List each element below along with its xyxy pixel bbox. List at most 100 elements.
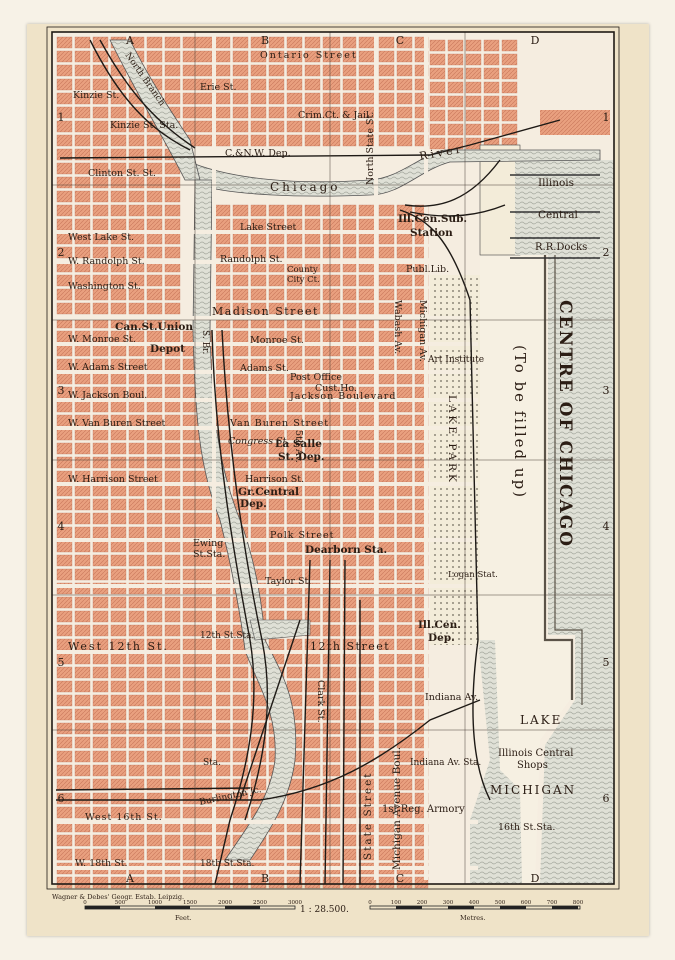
city-block xyxy=(304,834,321,847)
city-block xyxy=(268,78,285,91)
city-block xyxy=(56,400,73,413)
city-block xyxy=(322,50,341,63)
city-block xyxy=(342,288,357,301)
city-block xyxy=(110,554,127,567)
city-block xyxy=(182,92,213,105)
railroad-line xyxy=(472,639,491,801)
city-block xyxy=(396,106,413,119)
city-block xyxy=(182,652,213,665)
city-block xyxy=(110,764,127,777)
city-block xyxy=(182,484,213,497)
city-block xyxy=(483,67,500,80)
city-block xyxy=(396,442,413,455)
city-block xyxy=(110,274,127,287)
city-block xyxy=(182,806,213,819)
city-block xyxy=(322,708,341,721)
city-block xyxy=(250,78,267,91)
city-block xyxy=(286,512,303,525)
city-block xyxy=(250,456,267,469)
city-block xyxy=(396,778,413,791)
city-block xyxy=(322,92,341,105)
railroad-line xyxy=(299,559,311,885)
city-block xyxy=(110,596,127,609)
city-block xyxy=(128,372,145,385)
city-block xyxy=(92,64,109,77)
city-block xyxy=(56,736,73,749)
city-block xyxy=(164,526,181,539)
city-block xyxy=(74,708,91,721)
city-block xyxy=(304,288,321,301)
city-block xyxy=(268,540,285,553)
place-station: Station xyxy=(410,227,453,239)
railroad-line xyxy=(56,699,481,801)
city-block xyxy=(74,568,91,581)
city-block xyxy=(322,792,341,805)
city-block xyxy=(128,554,145,567)
city-block xyxy=(358,554,377,567)
city-block xyxy=(268,638,285,651)
city-block xyxy=(268,498,285,511)
city-block xyxy=(146,50,163,63)
city-block xyxy=(268,232,285,245)
grid-row-4-left: 4 xyxy=(58,520,65,533)
place-ewing-sta: St.Sta. xyxy=(193,549,225,560)
city-block xyxy=(164,540,181,553)
city-block xyxy=(378,120,395,133)
city-block xyxy=(74,806,91,819)
city-block xyxy=(146,302,163,315)
city-block xyxy=(447,39,464,52)
city-block xyxy=(322,484,341,497)
city-block xyxy=(304,470,321,483)
city-block xyxy=(342,512,357,525)
railroad-line xyxy=(221,329,269,821)
city-block xyxy=(92,694,109,707)
city-block xyxy=(146,232,163,245)
city-block xyxy=(396,498,413,511)
scale-feet-tick: 2000 xyxy=(218,900,232,906)
city-block xyxy=(268,596,285,609)
city-block xyxy=(92,274,109,287)
city-block xyxy=(447,53,464,66)
place-can-st-union: Can.St.Union xyxy=(115,321,193,333)
street-lake: Lake Street xyxy=(240,222,296,233)
city-block xyxy=(146,680,163,693)
city-block xyxy=(146,386,163,399)
grid-row-1-left: 1 xyxy=(58,111,65,124)
city-block xyxy=(164,288,181,301)
city-block xyxy=(92,652,109,665)
city-block xyxy=(74,526,91,539)
city-block xyxy=(146,148,163,161)
city-block xyxy=(164,512,181,525)
city-block xyxy=(56,190,73,203)
city-block xyxy=(182,666,213,679)
city-block xyxy=(304,106,321,119)
grid-row-4-right: 4 xyxy=(603,520,610,533)
city-block xyxy=(232,50,249,63)
city-block xyxy=(322,456,341,469)
city-block xyxy=(396,792,413,805)
city-block xyxy=(164,176,181,189)
rail-yard xyxy=(479,144,521,256)
city-block xyxy=(268,106,285,119)
city-block xyxy=(232,120,249,133)
city-block xyxy=(378,498,395,511)
city-block xyxy=(146,358,163,371)
city-block xyxy=(232,876,249,889)
city-block xyxy=(164,78,181,91)
railroad-line xyxy=(409,204,506,217)
place-indiana-sta: Indiana Av. Sta. xyxy=(410,758,481,768)
city-block xyxy=(56,512,73,525)
city-block xyxy=(322,554,341,567)
city-block xyxy=(74,92,91,105)
city-block xyxy=(304,36,321,49)
city-block xyxy=(378,624,395,637)
city-block xyxy=(92,568,109,581)
city-block xyxy=(74,484,91,497)
city-block xyxy=(146,652,163,665)
street-harrison: Harrison St. xyxy=(245,474,304,485)
city-block xyxy=(146,582,163,595)
city-block xyxy=(322,78,341,91)
city-block xyxy=(56,176,73,189)
city-block xyxy=(286,638,303,651)
